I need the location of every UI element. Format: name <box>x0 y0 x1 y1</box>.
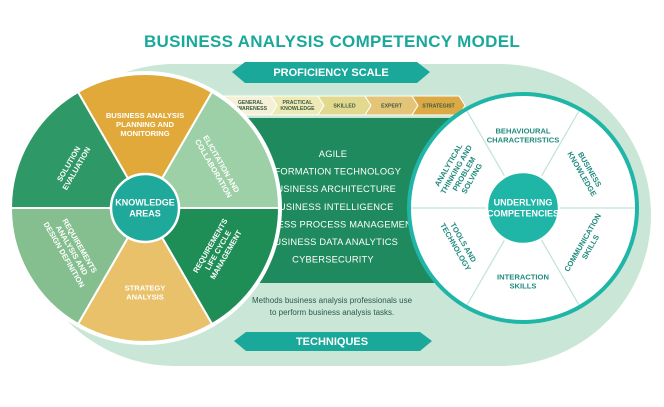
technique-item: BUSINESS ARCHITECTURE <box>270 184 396 194</box>
technique-item: AGILE <box>319 149 347 159</box>
proficiency-level-line: STRATEGIST <box>422 104 455 110</box>
proficiency-level-line: PRACTICAL <box>283 100 314 106</box>
competency-label-line: BEHAVIOURAL <box>495 127 550 136</box>
techniques-description: Methods business analysis professionals … <box>252 296 413 317</box>
competency-label-line: SKILLS <box>509 282 536 291</box>
knowledge-area-label-line: PLANNING AND <box>116 120 174 129</box>
competency-label-line: INTERACTION <box>497 273 549 282</box>
underlying-competencies-hub <box>485 170 561 246</box>
knowledge-area-segment <box>143 90 281 209</box>
knowledge-areas-hub-label-line: KNOWLEDGE <box>115 198 175 208</box>
proficiency-level-line: GENERAL <box>238 100 264 106</box>
techniques-banner <box>234 332 432 351</box>
knowledge-area-segment <box>9 207 147 326</box>
underlying-competencies-hub-label-line: UNDERLYING <box>494 198 553 208</box>
knowledge-area-segment <box>9 90 147 209</box>
proficiency-banner <box>232 62 430 83</box>
underlying-competencies-hub-label-line: COMPETENCIES <box>487 209 559 219</box>
proficiency-level-label: SKILLED <box>333 104 355 110</box>
technique-item: INFORMATION TECHNOLOGY <box>265 167 401 177</box>
knowledge-area-label-line: BUSINESS ANALYSIS <box>106 111 184 120</box>
techniques-list: AGILE INFORMATION TECHNOLOGY BUSINESS ARCH… <box>248 149 418 265</box>
knowledge-areas-hub <box>109 172 181 244</box>
competency-divider <box>540 238 580 306</box>
knowledge-area-segment <box>143 207 281 326</box>
knowledge-area-segment <box>76 73 214 211</box>
proficiency-level-label: EXPERT <box>381 104 403 110</box>
knowledge-area-label-line: MONITORING <box>120 129 169 138</box>
page-title: BUSINESS ANALYSIS COMPETENCY MODEL <box>144 32 520 51</box>
proficiency-level-line: AWARENESS <box>234 106 268 112</box>
technique-item: CYBERSECURITY <box>292 255 374 265</box>
proficiency-level-line: EXPERT <box>381 104 403 110</box>
proficiency-level-label: STRATEGIST <box>422 104 455 110</box>
techniques-description-line: to perform business analysis tasks. <box>270 308 395 317</box>
competency-divider <box>466 110 506 178</box>
techniques-description-line: Methods business analysis professionals … <box>252 296 413 305</box>
knowledge-areas-hub-label-line: AREAS <box>129 209 161 219</box>
competency-divider <box>466 238 506 306</box>
competency-label-line: CHARACTERISTICS <box>487 136 560 145</box>
proficiency-banner-label: PROFICIENCY SCALE <box>273 67 388 79</box>
knowledge-area-segment <box>76 205 214 343</box>
technique-item: BUSINESS PROCESS MANAGEMENT <box>248 219 418 229</box>
knowledge-area-label-line: ANALYSIS <box>126 293 164 302</box>
competency-divider <box>540 110 580 178</box>
technique-item: BUSINESS INTELLIGENCE <box>273 202 394 212</box>
techniques-banner-label: TECHNIQUES <box>296 336 368 348</box>
knowledge-area-label-line: STRATEGY <box>125 284 166 293</box>
proficiency-level-line: KNOWLEDGE <box>280 106 315 112</box>
proficiency-level-line: SKILLED <box>333 104 355 110</box>
technique-item: BUSINESS DATA ANALYTICS <box>268 237 398 247</box>
